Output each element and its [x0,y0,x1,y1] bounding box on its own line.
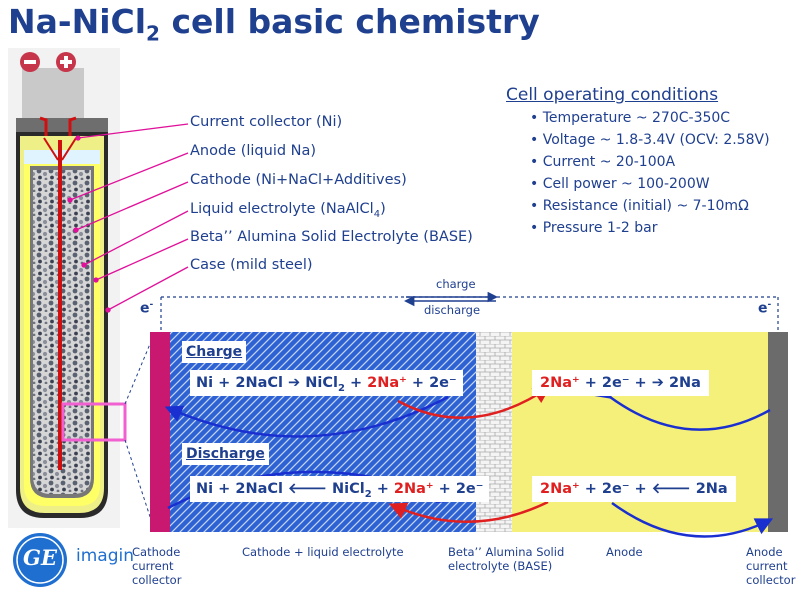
charge-anode-arrow [593,381,771,431]
discharge-anode-equation: 2Na⁺ + 2e⁻ + 🡐 2Na [532,476,736,502]
ge-monogram: GE [23,545,57,570]
cell-cutaway [8,48,127,528]
charge-flow-label: charge [436,277,476,291]
label-anode-current-collector: Anode current collector [746,545,796,587]
condition-power: • Cell power ~ 100-200W [530,176,710,192]
header-cap [16,118,108,136]
label-cathode-current-collector: Cathode current collector [132,545,182,587]
electron-left-label: e- [140,300,154,317]
electron-right-label: e- [758,300,772,317]
charge-sodium-arrow [397,386,551,419]
anode-collector-layer [768,332,788,532]
current-collector-rod [39,116,77,136]
zoom-box [61,402,127,442]
discharge-sodium-arrow [388,500,549,524]
minus-terminal [20,52,40,72]
label-anode-region: Anode [606,545,643,559]
discharge-flow-label: discharge [424,303,481,317]
discharge-cathode-equation: Ni + 2NaCl 🡐 NiCl2 + 2Na⁺ + 2e⁻ [190,476,490,502]
conditions-heading: Cell operating conditions [506,85,719,105]
condition-pressure: • Pressure 1-2 bar [530,220,658,236]
condition-voltage: • Voltage ~ 1.8-3.4V (OCV: 2.58V) [530,132,770,148]
ge-logo [13,533,67,587]
condition-current: • Current ~ 20-100A [530,154,676,170]
label-base: Beta’’ Alumina Solid Electrolyte (BASE) [190,229,473,245]
external-circuit [160,291,779,330]
condition-resistance: • Resistance (initial) ~ 7-10mΩ [530,198,749,214]
charge-heading: Charge [182,341,247,363]
page-title: Na-NiCl2 cell basic chemistry [8,2,540,46]
ge-tagline: imagin [76,546,134,566]
anode-layer [512,332,768,532]
label-anode: Anode (liquid Na) [190,143,317,159]
label-pointers [67,123,189,313]
charge-anode-equation: 2Na⁺ + 2e⁻ + ➔ 2Na [532,370,709,396]
condition-temperature: • Temperature ~ 270C-350C [530,110,731,126]
discharge-anode-arrow [611,501,774,538]
plus-terminal [56,52,76,72]
label-cathode: Cathode (Ni+NaCl+Additives) [190,172,407,188]
label-case: Case (mild steel) [190,257,313,273]
charge-cathode-equation: Ni + 2NaCl ➔ NiCl2 + 2Na⁺ + 2e⁻ [190,370,463,396]
label-liquid-electrolyte: Liquid electrolyte (NaAlCl4) [190,201,386,220]
label-base-region: Beta’’ Alumina Solid electrolyte (BASE) [448,545,565,573]
charge-electron-arrow [164,395,449,438]
discharge-heading: Discharge [182,443,269,465]
cathode-collector-layer [150,332,170,532]
label-current-collector: Current collector (Ni) [190,114,343,130]
label-cathode-region: Cathode + liquid electrolyte [242,545,404,559]
